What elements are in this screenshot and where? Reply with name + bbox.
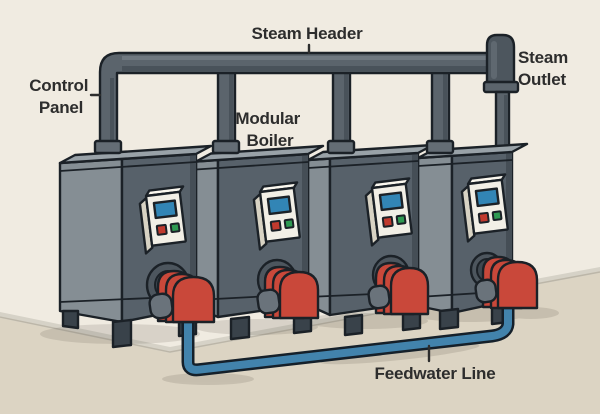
panel1-button-red xyxy=(155,223,168,236)
riser-flanges xyxy=(93,139,455,155)
burners xyxy=(148,255,539,324)
boiler1-foot-left xyxy=(111,318,133,349)
panel3-button-red xyxy=(381,215,394,228)
panel1-button-green xyxy=(169,222,181,234)
control-panel-box-4 xyxy=(460,173,509,243)
steam-header-assembly xyxy=(98,33,520,157)
label-feedwater-line: Feedwater Line xyxy=(375,344,496,383)
panel3-front xyxy=(370,182,413,239)
panel4-front xyxy=(466,178,509,235)
burner-3 xyxy=(367,261,430,316)
boiler2-foot-left xyxy=(229,315,251,341)
boiler1-top-face xyxy=(58,144,213,165)
feedwater-pipe xyxy=(181,296,515,377)
boiler4-foot-left xyxy=(438,307,460,331)
riser-shade-2 xyxy=(229,66,233,152)
burner4-motor xyxy=(474,278,498,304)
panel1-screen xyxy=(152,199,178,220)
panel2-screen xyxy=(266,195,292,216)
boiler2-edge-shade xyxy=(302,154,308,305)
label-steam-header: Steam Header xyxy=(252,24,364,55)
steam-header-pipe xyxy=(98,51,494,157)
riser-shade-3 xyxy=(344,66,348,152)
riser-shade-1 xyxy=(110,78,114,152)
riser-shade-4 xyxy=(443,66,447,152)
boiler3-top-band xyxy=(307,160,419,169)
riser-flange-2 xyxy=(211,139,241,155)
riser-flange-3 xyxy=(326,139,356,155)
header-shade xyxy=(122,66,488,71)
header-highlight xyxy=(122,56,488,60)
burner3-motor xyxy=(367,284,391,310)
labels: Steam Header Control Panel Modular Boile… xyxy=(29,24,573,383)
burner-4 xyxy=(474,255,539,310)
panel4-button-red xyxy=(477,211,490,224)
boiler3-foot-left xyxy=(343,313,364,337)
control-panel-box-2 xyxy=(252,181,301,251)
burner-2 xyxy=(256,265,320,320)
riser-pipes xyxy=(216,61,451,157)
label-steam-outlet: Steam Outlet xyxy=(518,48,573,89)
panel2-front xyxy=(258,186,301,243)
label-modular-boiler: Modular Boiler xyxy=(235,109,304,150)
steam-header-text: Steam Header xyxy=(252,24,364,43)
boiler1-side-face xyxy=(58,157,124,324)
outlet-collar xyxy=(482,80,520,94)
control-panel-text: Control Panel xyxy=(29,76,93,117)
panel2-button-red xyxy=(269,219,282,232)
feedwater-line-text: Feedwater Line xyxy=(375,364,496,383)
control-panel-box-1 xyxy=(138,185,187,255)
boiler1-foot-side xyxy=(61,309,80,330)
feedwater-pipe-body xyxy=(184,296,512,374)
riser-flange-1 xyxy=(93,139,123,155)
control-panel-box-3 xyxy=(364,177,413,247)
boiler3-edge-shade xyxy=(412,153,418,304)
panel3-button-green xyxy=(395,214,407,226)
burner-1 xyxy=(148,269,216,324)
label-control-panel: Control Panel xyxy=(29,76,102,117)
burner2-motor xyxy=(256,288,281,315)
boiler4-top-band xyxy=(417,159,513,167)
elbow-highlight xyxy=(491,41,497,79)
boiler2-top-band xyxy=(195,161,309,171)
riser-flange-4 xyxy=(425,139,455,155)
panel4-button-green xyxy=(491,210,503,222)
panel3-screen xyxy=(378,191,404,212)
boiler1-top-band xyxy=(59,161,197,172)
boiler2-top-face xyxy=(194,144,325,163)
panel4-screen xyxy=(474,187,500,208)
modular-boiler-text: Modular Boiler xyxy=(235,109,304,150)
panel2-button-green xyxy=(283,218,295,230)
panel1-front xyxy=(144,190,187,247)
outlet-shade xyxy=(504,95,508,153)
steam-outlet-text: Steam Outlet xyxy=(518,48,573,89)
boiler1-edge-shade xyxy=(190,154,196,309)
burner1-motor xyxy=(148,292,174,320)
